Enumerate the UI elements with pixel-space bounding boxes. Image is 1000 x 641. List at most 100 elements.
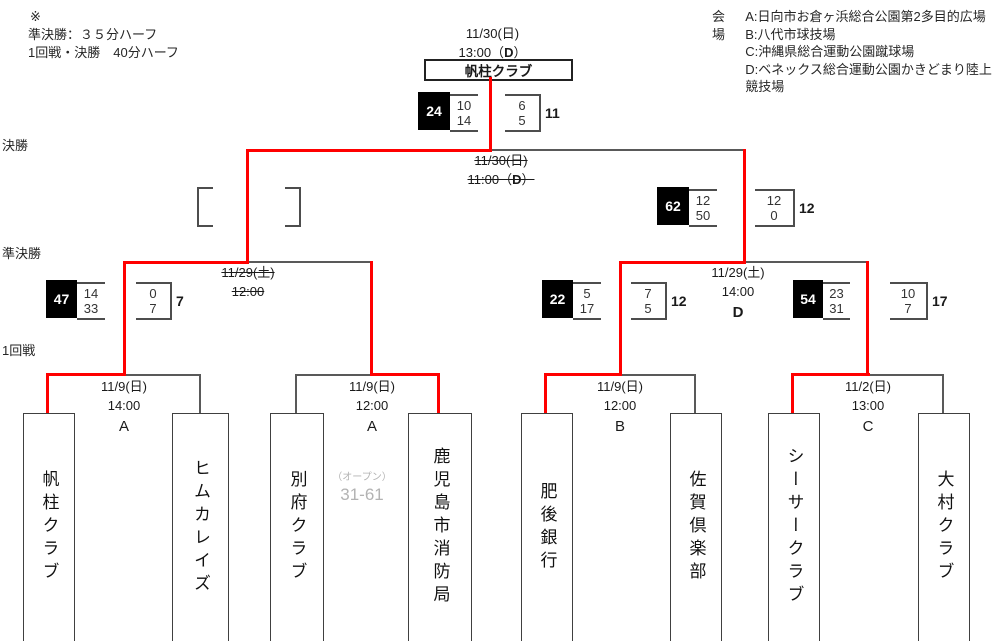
bracket-line: [199, 374, 201, 414]
winner-path-line: [619, 261, 746, 264]
semi-right-schedule: 11/29(土) 14:00 D: [682, 264, 794, 323]
semi-right-time: 14:00: [721, 283, 755, 299]
bracket-line: [295, 374, 297, 414]
final-time: 13:00（D）: [458, 44, 527, 60]
winner-path-line: [370, 261, 373, 376]
match2-open-label: （オープン）: [332, 472, 392, 483]
team-box-saga-club: 佐賀倶楽部: [670, 413, 722, 641]
round-label-first: 1回戦: [2, 343, 36, 358]
match4-winner-total-box: 54: [793, 280, 823, 318]
winner-path-line: [246, 149, 492, 152]
match3-schedule: 11/9(日) 12:00 B: [560, 378, 680, 437]
match4-time: 13:00: [851, 397, 885, 413]
semi-left-old-time: 12:00: [231, 283, 265, 299]
match1-schedule: 11/9(日) 14:00 A: [64, 378, 184, 437]
winner-path-line: [46, 373, 49, 414]
venue-d: D:ベネックス総合運動公園かきどまり陸上競技場: [745, 61, 992, 95]
round-label-semifinal: 準決勝: [2, 246, 42, 261]
winner-path-line: [544, 373, 547, 414]
venue-b: B:八代市球技場: [745, 26, 836, 42]
match3-time: 12:00: [603, 397, 637, 413]
match2-venue-letter: A: [366, 417, 377, 435]
final-venue-letter: D: [504, 44, 514, 60]
match4-venue-letter: C: [862, 417, 874, 435]
team-box-kagoshima-fd: 鹿児島市消防局: [408, 413, 472, 641]
winner-path-line: [791, 373, 870, 376]
bracket-line: [868, 374, 944, 376]
match2-time: 12:00: [355, 397, 389, 413]
winner-path-line: [46, 373, 126, 376]
match1-time: 14:00: [107, 397, 141, 413]
match3-date: 11/9(日): [597, 379, 643, 394]
bracket-line: [620, 374, 696, 376]
team-box-shisa-club: シーサークラブ: [768, 413, 820, 641]
semi-left-empty-bracket-left: [197, 187, 213, 227]
semi-right-loser-total: 12: [799, 200, 815, 216]
bracket-line: [942, 374, 944, 414]
match3-venue-letter: B: [614, 417, 625, 435]
winner-path-line: [743, 149, 746, 264]
winner-path-line: [123, 261, 249, 264]
final-old-schedule: 11/30(日) 11:00（D）: [445, 152, 557, 190]
team-box-omura-club: 大村クラブ: [918, 413, 970, 641]
note-mark: ※: [30, 9, 41, 24]
bracket-line: [745, 261, 869, 263]
winner-path-line: [370, 373, 440, 376]
winner-path-line: [866, 261, 869, 376]
winner-path-line: [246, 149, 249, 264]
semi-left-old-schedule: 11/29(土) 12:00: [192, 264, 304, 302]
winner-path-line: [489, 77, 492, 151]
final-loser-total: 11: [545, 105, 560, 121]
match2-schedule: 11/9(日) 12:00 A: [312, 378, 432, 437]
bracket-line: [295, 374, 372, 376]
bracket-line: [694, 374, 696, 414]
venue-c: C:沖縄県総合運動公園蹴球場: [745, 44, 915, 59]
venue-a: A:日向市お倉ヶ浜総合公園第2多目的広場: [745, 9, 986, 24]
winner-path-line: [123, 261, 126, 376]
match1-date: 11/9(日): [101, 379, 147, 394]
match4-loser-total: 17: [932, 293, 948, 309]
semi-left-old-date: 11/29(土): [221, 265, 275, 280]
team-box-himukareizu: ヒムカレイズ: [172, 413, 229, 641]
venue-legend-label: 会場: [712, 9, 726, 42]
winner-path-line: [437, 373, 440, 414]
match3-winner-total-box: 22: [542, 280, 573, 318]
match1-loser-total: 7: [176, 293, 184, 309]
team-box-higo-bank: 肥後銀行: [521, 413, 573, 641]
team-box-beppu: 別府クラブ: [270, 413, 324, 641]
match1-venue-letter: A: [118, 417, 129, 435]
match2-open-note: （オープン） 31-61: [328, 468, 396, 505]
note-semifinal-rule: 準決勝：３５分ハーフ: [28, 27, 158, 42]
winner-path-line: [619, 261, 622, 376]
semi-left-empty-bracket-right: [285, 187, 301, 227]
match4-date: 11/2(日): [845, 379, 891, 394]
match2-open-score: 31-61: [340, 485, 384, 504]
bracket-line: [247, 261, 373, 263]
final-winner-total-box: 24: [418, 92, 450, 130]
winner-path-line: [791, 373, 794, 414]
note-other-rule: 1回戦・決勝 40分ハーフ: [28, 45, 179, 60]
bracket-line: [492, 149, 746, 151]
semi-right-winner-total-box: 62: [657, 187, 689, 225]
semi-right-date: 11/29(土): [711, 265, 765, 280]
match2-date: 11/9(日): [349, 379, 395, 394]
match1-winner-total-box: 47: [46, 280, 77, 318]
round-label-final: 決勝: [2, 138, 29, 153]
match4-schedule: 11/2(日) 13:00 C: [808, 378, 928, 437]
bracket-line: [124, 374, 201, 376]
match3-loser-total: 12: [671, 293, 687, 309]
winner-path-line: [544, 373, 622, 376]
final-old-date: 11/30(日): [474, 153, 528, 168]
venue-legend: 会場 A:日向市お倉ヶ浜総合公園第2多目的広場 B:八代市球技場 C:沖縄県総合…: [712, 8, 1000, 96]
champion-box: 帆柱クラブ: [424, 59, 573, 81]
